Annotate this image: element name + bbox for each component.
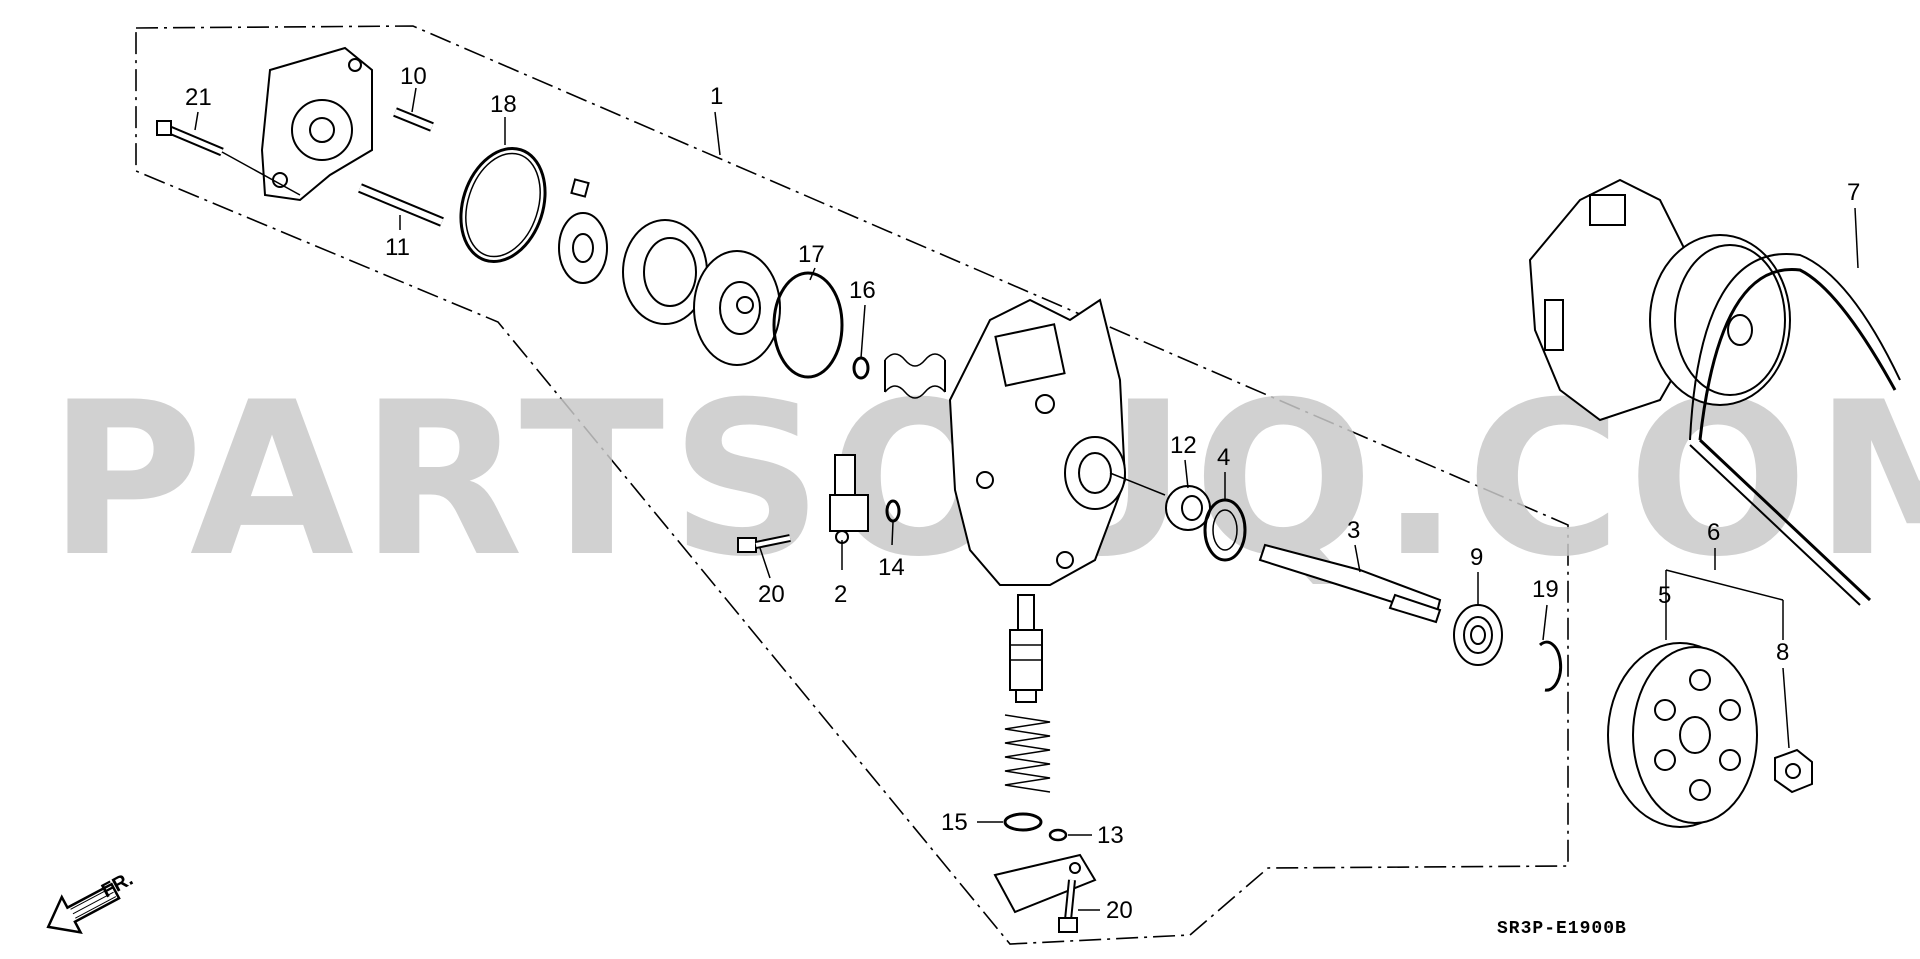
o-ring-15 [1003,812,1043,832]
callout-9: 9 [1470,544,1483,571]
callout-13: 13 [1097,822,1124,849]
o-ring-17 [772,271,844,379]
callout-14: 14 [878,554,905,581]
dowel-pin-10 [393,107,434,132]
spring-small [884,353,946,399]
assembled-pump [1528,178,1791,422]
callout-18: 18 [490,91,517,118]
callout-20-upper: 20 [758,581,785,608]
callout-12: 12 [1170,432,1197,459]
cam-ring [622,219,708,325]
bearing-12 [1165,485,1211,531]
bolt-20-upper [737,534,791,553]
callout-2: 2 [834,581,847,608]
callout-5: 5 [1658,582,1671,609]
callout-20-lower: 20 [1106,897,1133,924]
o-ring-18 [459,146,547,264]
callout-4: 4 [1217,444,1230,471]
vane-key [570,178,590,198]
v-belt-7 [1689,252,1901,606]
callout-21: 21 [185,84,212,111]
pulley-5 [1607,642,1758,828]
leader-lines [194,87,1859,911]
callout-6: 6 [1707,519,1720,546]
front-direction-arrow [46,882,121,935]
cover-plate [993,853,1097,914]
flange-bolt-21 [156,120,301,196]
callout-8: 8 [1776,639,1789,666]
callout-7: 7 [1847,179,1860,206]
callout-17: 17 [798,241,825,268]
callout-1: 1 [710,83,723,110]
callout-10: 10 [400,63,427,90]
callout-11: 11 [385,234,410,261]
callout-16: 16 [849,277,876,304]
rotor [558,212,608,284]
bearing-9 [1453,604,1503,666]
nut-8 [1774,748,1813,794]
seal-13 [1048,828,1068,842]
callout-19: 19 [1532,576,1559,603]
callout-15: 15 [941,809,968,836]
flow-control-valve [1009,594,1043,703]
snap-ring-19 [1538,640,1563,692]
callout-3: 3 [1347,517,1360,544]
fitting-2 [829,454,869,544]
side-plate [693,250,781,366]
pump-cover [260,46,373,202]
bolt-20-lower [1058,879,1078,933]
assembly-boundary [135,25,1569,945]
pump-body [948,298,1166,586]
diagram-code: SR3P-E1900B [1497,919,1627,939]
dowel-pin-11 [358,183,444,227]
washer-14 [885,499,901,523]
valve-spring [1004,714,1051,793]
